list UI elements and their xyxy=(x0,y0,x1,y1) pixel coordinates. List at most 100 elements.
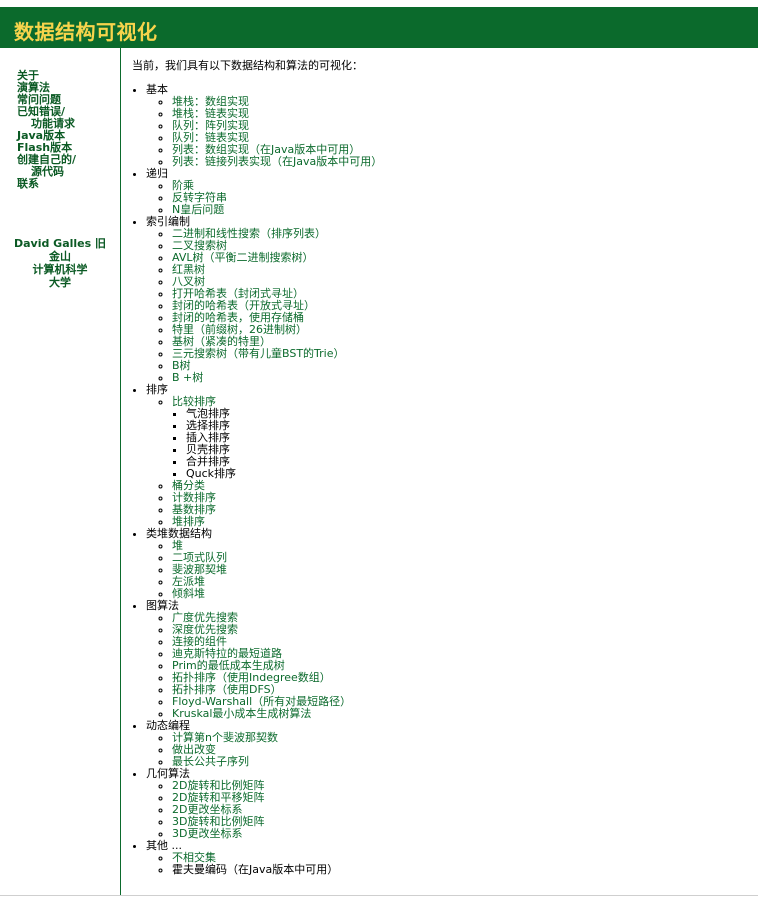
sub-visualization-item[interactable]: 插入排序 xyxy=(186,432,752,444)
visualization-item: 堆 xyxy=(172,540,752,552)
author-line[interactable]: 大学 xyxy=(49,276,71,289)
visualization-link[interactable]: 深度优先搜索 xyxy=(172,623,238,636)
visualization-link[interactable]: 堆栈：数组实现 xyxy=(172,95,249,108)
visualization-link[interactable]: 队列：链表实现 xyxy=(172,131,249,144)
visualization-link[interactable]: 2D旋转和平移矩阵 xyxy=(172,791,265,804)
category-label: 递归 xyxy=(146,167,168,180)
visualization-item: 2D旋转和比例矩阵 xyxy=(172,780,752,792)
visualization-link[interactable]: 堆栈：链表实现 xyxy=(172,107,249,120)
visualization-link[interactable]: AVL树（平衡二进制搜索树） xyxy=(172,251,314,264)
visualization-item: 比较排序气泡排序选择排序插入排序贝壳排序合并排序Quck排序 xyxy=(172,396,752,480)
category-label: 索引编制 xyxy=(146,215,190,228)
visualization-item: 三元搜索树（带有儿童BST的Trie） xyxy=(172,348,752,360)
sub-visualization-item[interactable]: 气泡排序 xyxy=(186,408,752,420)
visualization-link[interactable]: 广度优先搜索 xyxy=(172,611,238,624)
visualization-link[interactable]: 封闭的哈希表，使用存储桶 xyxy=(172,311,304,324)
sub-visualization-list: 气泡排序选择排序插入排序贝壳排序合并排序Quck排序 xyxy=(172,408,752,480)
visualization-link[interactable]: B +树 xyxy=(172,371,204,384)
visualization-link[interactable]: 八叉树 xyxy=(172,275,205,288)
sidebar-link[interactable]: 关于 xyxy=(17,69,39,82)
visualization-link[interactable]: 三元搜索树（带有儿童BST的Trie） xyxy=(172,347,345,360)
visualization-list: 堆二项式队列斐波那契堆左派堆倾斜堆 xyxy=(146,540,752,600)
visualization-link[interactable]: 左派堆 xyxy=(172,575,205,588)
visualization-item: Floyd-Warshall（所有对最短路径） xyxy=(172,696,752,708)
visualization-link[interactable]: 计算第n个斐波那契数 xyxy=(172,731,278,744)
visualization-link[interactable]: 连接的组件 xyxy=(172,635,227,648)
visualization-link[interactable]: 倾斜堆 xyxy=(172,587,205,600)
visualization-link[interactable]: 拓扑排序（使用Indegree数组） xyxy=(172,671,331,684)
visualization-link[interactable]: 堆 xyxy=(172,539,183,552)
visualization-link[interactable]: Kruskal最小成本生成树算法 xyxy=(172,707,312,720)
visualization-link[interactable]: 特里（前缀树，26进制树） xyxy=(172,323,307,336)
category-label: 基本 xyxy=(146,83,168,96)
category-item: 其他 ...不相交集霍夫曼编码（在Java版本中可用） xyxy=(146,840,752,876)
visualization-link[interactable]: 迪克斯特拉的最短道路 xyxy=(172,647,282,660)
visualization-link[interactable]: 队列：阵列实现 xyxy=(172,119,249,132)
sidebar-link[interactable]: 演算法 xyxy=(17,81,50,94)
sidebar-author: David Galles 旧金山计算机科学大学 xyxy=(4,237,116,289)
visualization-link[interactable]: 打开哈希表（封闭式寻址） xyxy=(172,287,304,300)
sub-visualization-item[interactable]: Quck排序 xyxy=(186,468,752,480)
visualization-link[interactable]: 2D更改坐标系 xyxy=(172,803,243,816)
visualization-link[interactable]: Prim的最低成本生成树 xyxy=(172,659,285,672)
visualization-link[interactable]: 列表：数组实现（在Java版本中可用） xyxy=(172,143,361,156)
author-line[interactable]: 计算机科学 xyxy=(32,263,88,276)
visualization-item: 列表：数组实现（在Java版本中可用） xyxy=(172,144,752,156)
sub-visualization-item[interactable]: 选择排序 xyxy=(186,420,752,432)
visualization-link[interactable]: 最长公共子序列 xyxy=(172,755,249,768)
visualization-item: 拓扑排序（使用Indegree数组） xyxy=(172,672,752,684)
visualization-item: 2D旋转和平移矩阵 xyxy=(172,792,752,804)
sidebar-link[interactable]: Flash版本 xyxy=(17,141,73,154)
sub-visualization-item[interactable]: 贝壳排序 xyxy=(186,444,752,456)
sidebar-link[interactable]: 源代码 xyxy=(31,165,64,178)
visualization-item: 迪克斯特拉的最短道路 xyxy=(172,648,752,660)
sidebar-link[interactable]: Java版本 xyxy=(17,129,66,142)
category-list: 基本堆栈：数组实现堆栈：链表实现队列：阵列实现队列：链表实现列表：数组实现（在J… xyxy=(132,84,752,876)
visualization-link[interactable]: 列表：链接列表实现（在Java版本中可用） xyxy=(172,155,383,168)
visualization-link[interactable]: 3D旋转和比例矩阵 xyxy=(172,815,265,828)
sidebar-link[interactable]: 常问问题 xyxy=(17,93,61,106)
sidebar-link[interactable]: 联系 xyxy=(17,177,39,190)
sidebar-link[interactable]: 功能请求 xyxy=(31,117,75,130)
sub-visualization-item[interactable]: 合并排序 xyxy=(186,456,752,468)
visualization-list: 堆栈：数组实现堆栈：链表实现队列：阵列实现队列：链表实现列表：数组实现（在Jav… xyxy=(146,96,752,168)
visualization-link[interactable]: 2D旋转和比例矩阵 xyxy=(172,779,265,792)
visualization-list: 阶乘反转字符串N皇后问题 xyxy=(146,180,752,216)
visualization-link[interactable]: 基树（紧凑的特里） xyxy=(172,335,271,348)
visualization-link[interactable]: 计数排序 xyxy=(172,491,216,504)
visualization-link[interactable]: 二进制和线性搜索（排序列表） xyxy=(172,227,326,240)
visualization-item: 倾斜堆 xyxy=(172,588,752,600)
visualization-link[interactable]: 比较排序 xyxy=(172,395,216,408)
visualization-link[interactable]: 拓扑排序（使用DFS） xyxy=(172,683,282,696)
visualization-link[interactable]: 堆排序 xyxy=(172,515,205,528)
visualization-link[interactable]: 阶乘 xyxy=(172,179,194,192)
visualization-link[interactable]: 基数排序 xyxy=(172,503,216,516)
visualization-item: Kruskal最小成本生成树算法 xyxy=(172,708,752,720)
visualization-item: N皇后问题 xyxy=(172,204,752,216)
visualization-link[interactable]: 不相交集 xyxy=(172,851,216,864)
category-item: 图算法广度优先搜索深度优先搜索连接的组件迪克斯特拉的最短道路Prim的最低成本生… xyxy=(146,600,752,720)
visualization-link[interactable]: Floyd-Warshall（所有对最短路径） xyxy=(172,695,352,708)
visualization-item: 霍夫曼编码（在Java版本中可用） xyxy=(172,864,752,876)
visualization-link[interactable]: 做出改变 xyxy=(172,743,216,756)
visualization-link[interactable]: 红黑树 xyxy=(172,263,205,276)
visualization-link[interactable]: 二叉搜索树 xyxy=(172,239,227,252)
visualization-link[interactable]: 斐波那契堆 xyxy=(172,563,227,576)
visualization-link[interactable]: 二项式队列 xyxy=(172,551,227,564)
visualization-link[interactable]: 封闭的哈希表（开放式寻址） xyxy=(172,299,315,312)
main-content: 当前，我们具有以下数据结构和算法的可视化： 基本堆栈：数组实现堆栈：链表实现队列… xyxy=(132,60,752,876)
sidebar-link[interactable]: 已知错误/ xyxy=(17,105,66,118)
visualization-link[interactable]: B树 xyxy=(172,359,191,372)
visualization-link[interactable]: 3D更改坐标系 xyxy=(172,827,243,840)
visualization-link[interactable]: N皇后问题 xyxy=(172,203,225,216)
visualization-link[interactable]: 霍夫曼编码（在Java版本中可用） xyxy=(172,863,339,876)
visualization-list: 不相交集霍夫曼编码（在Java版本中可用） xyxy=(146,852,752,876)
visualization-link[interactable]: 桶分类 xyxy=(172,479,205,492)
visualization-item: 封闭的哈希表，使用存储桶 xyxy=(172,312,752,324)
visualization-link[interactable]: 反转字符串 xyxy=(172,191,227,204)
author-line[interactable]: 金山 xyxy=(49,250,71,263)
author-line[interactable]: David Galles 旧 xyxy=(13,237,107,250)
visualization-list: 二进制和线性搜索（排序列表）二叉搜索树AVL树（平衡二进制搜索树）红黑树八叉树打… xyxy=(146,228,752,384)
sidebar-link[interactable]: 创建自己的/ xyxy=(17,153,77,166)
